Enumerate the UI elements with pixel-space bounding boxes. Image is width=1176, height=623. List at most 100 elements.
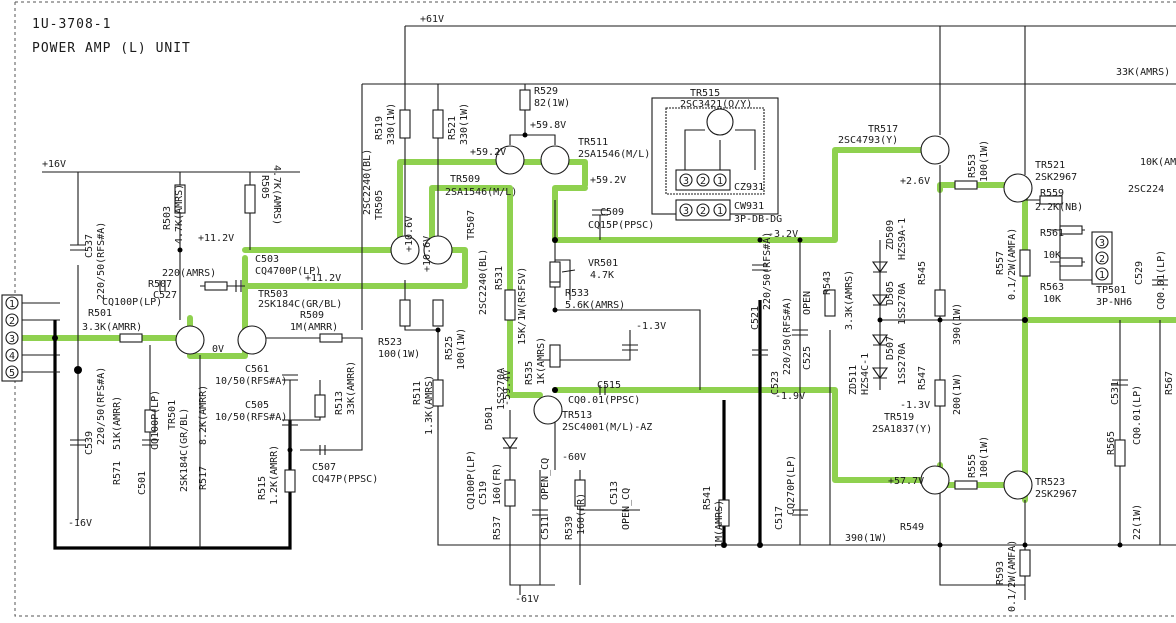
svg-text:CQ4700P(LP): CQ4700P(LP) bbox=[255, 266, 321, 277]
component-labels: R501 3.3K(AMRR) R503 4.7K(AMRS) R505 4.7… bbox=[82, 67, 1176, 612]
svg-text:2.2K(NB): 2.2K(NB) bbox=[1035, 202, 1083, 213]
svg-text:R561: R561 bbox=[1040, 228, 1064, 239]
tr509-symbol bbox=[495, 145, 525, 175]
svg-text:CQ0.01(LP): CQ0.01(LP) bbox=[1156, 250, 1167, 310]
voltage-labels: +11.2V +11.2V 0V +59.2V +59.8V +59.2V +1… bbox=[198, 120, 930, 487]
svg-text:22(1W): 22(1W) bbox=[1132, 504, 1143, 540]
svg-text:1K(AMRS): 1K(AMRS) bbox=[536, 337, 547, 385]
svg-text:C527: C527 bbox=[153, 290, 177, 301]
svg-text:-3.2V: -3.2V bbox=[768, 229, 798, 240]
svg-text:C531: C531 bbox=[1110, 381, 1121, 405]
tr521-symbol bbox=[1003, 173, 1033, 203]
svg-text:-1.3V: -1.3V bbox=[900, 400, 930, 411]
svg-text:0.1/2W(AMFA): 0.1/2W(AMFA) bbox=[1007, 540, 1018, 612]
svg-text:1: 1 bbox=[717, 176, 723, 187]
svg-text:R509: R509 bbox=[300, 310, 324, 321]
svg-text:200(1W): 200(1W) bbox=[952, 373, 963, 415]
svg-text:4.7K(AMRS): 4.7K(AMRS) bbox=[271, 165, 282, 225]
svg-text:CQ100P(LP): CQ100P(LP) bbox=[466, 450, 477, 510]
svg-text:3: 3 bbox=[1099, 238, 1105, 249]
svg-text:C509: C509 bbox=[600, 207, 624, 218]
svg-text:0.1/2W(AMFA): 0.1/2W(AMFA) bbox=[1007, 228, 1018, 300]
svg-text:R559: R559 bbox=[1040, 188, 1064, 199]
cz931-connector: 3 2 1 bbox=[675, 169, 731, 191]
svg-text:82(1W): 82(1W) bbox=[534, 98, 570, 109]
svg-text:220/50(RFS#A): 220/50(RFS#A) bbox=[96, 367, 107, 445]
svg-text:+59.2V: +59.2V bbox=[470, 147, 506, 158]
svg-text:R505: R505 bbox=[259, 175, 270, 199]
svg-text:R513: R513 bbox=[334, 391, 345, 415]
svg-text:TP501: TP501 bbox=[1096, 285, 1126, 296]
svg-text:ZD509: ZD509 bbox=[885, 220, 896, 250]
svg-text:CQ0.01(LP): CQ0.01(LP) bbox=[1132, 385, 1143, 445]
input-connector: 1 2 3 4 5 bbox=[1, 294, 23, 382]
svg-text:C525: C525 bbox=[802, 346, 813, 370]
svg-text:1: 1 bbox=[1099, 270, 1105, 281]
svg-text:R571: R571 bbox=[112, 461, 123, 485]
svg-text:C523: C523 bbox=[770, 371, 781, 395]
svg-text:1M(AMRR): 1M(AMRR) bbox=[290, 322, 338, 333]
svg-text:R517: R517 bbox=[198, 466, 209, 490]
svg-text:+2.6V: +2.6V bbox=[900, 176, 930, 187]
svg-text:R501: R501 bbox=[88, 308, 112, 319]
tr501-symbol bbox=[175, 325, 205, 355]
passive-symbols bbox=[70, 89, 1168, 577]
svg-text:160(FR): 160(FR) bbox=[576, 493, 587, 535]
svg-text:R511: R511 bbox=[412, 381, 423, 405]
svg-text:TR523: TR523 bbox=[1035, 477, 1065, 488]
tr513-symbol bbox=[533, 395, 563, 425]
svg-text:R545: R545 bbox=[917, 261, 928, 285]
svg-text:HZS4C-1: HZS4C-1 bbox=[860, 353, 871, 395]
svg-text:R539: R539 bbox=[564, 516, 575, 540]
svg-text:CQ100P(LP): CQ100P(LP) bbox=[150, 390, 161, 450]
svg-text:3.3K(AMRS): 3.3K(AMRS) bbox=[844, 270, 855, 330]
svg-text:100(1W): 100(1W) bbox=[378, 349, 420, 360]
svg-text:TR509: TR509 bbox=[450, 174, 480, 185]
svg-text:1.3K(AMRS): 1.3K(AMRS) bbox=[424, 375, 435, 435]
svg-text:2SC3421(O/Y): 2SC3421(O/Y) bbox=[680, 99, 752, 110]
svg-text:4: 4 bbox=[9, 351, 15, 362]
svg-text:-60V: -60V bbox=[562, 452, 586, 463]
svg-text:+11.2V: +11.2V bbox=[305, 273, 341, 284]
svg-text:3P-DB-DG: 3P-DB-DG bbox=[734, 214, 782, 225]
svg-text:3: 3 bbox=[9, 334, 15, 345]
board-code: 1U-3708-1 bbox=[32, 17, 111, 32]
svg-text:1: 1 bbox=[717, 206, 723, 217]
svg-text:1SS270A: 1SS270A bbox=[496, 368, 507, 410]
svg-text:10K: 10K bbox=[1043, 250, 1061, 261]
svg-text:+11.2V: +11.2V bbox=[198, 233, 234, 244]
svg-text:+59.8V: +59.8V bbox=[530, 120, 566, 131]
svg-text:C501: C501 bbox=[137, 471, 148, 495]
svg-text:CQ100P(LP): CQ100P(LP) bbox=[102, 297, 162, 308]
svg-text:D505: D505 bbox=[885, 281, 896, 305]
svg-text:R519: R519 bbox=[374, 116, 385, 140]
junction-dots bbox=[52, 132, 1123, 548]
svg-text:2SC224: 2SC224 bbox=[1128, 184, 1164, 195]
svg-text:+10.6V: +10.6V bbox=[404, 216, 415, 252]
tr515-symbol bbox=[706, 108, 734, 136]
svg-text:4.7K: 4.7K bbox=[590, 270, 614, 281]
svg-text:C561: C561 bbox=[245, 364, 269, 375]
svg-text:33K(AMRS): 33K(AMRS) bbox=[1116, 67, 1170, 78]
svg-text:-59.4V: -59.4V bbox=[502, 370, 513, 406]
svg-text:C507: C507 bbox=[312, 462, 336, 473]
svg-text:CQ15P(PPSC): CQ15P(PPSC) bbox=[588, 220, 654, 231]
svg-text:R507: R507 bbox=[148, 279, 172, 290]
svg-text:330(1W): 330(1W) bbox=[459, 103, 470, 145]
tr505-symbol bbox=[390, 235, 420, 265]
svg-text:15K/1W(RSFSV): 15K/1W(RSFSV) bbox=[517, 267, 528, 345]
svg-text:TR505: TR505 bbox=[374, 190, 385, 220]
svg-text:2SK184C(GR/BL): 2SK184C(GR/BL) bbox=[179, 408, 190, 492]
svg-text:390(1W): 390(1W) bbox=[952, 303, 963, 345]
svg-text:R529: R529 bbox=[534, 86, 558, 97]
svg-text:1.2K(AMRR): 1.2K(AMRR) bbox=[269, 445, 280, 505]
svg-text:2SC4793(Y): 2SC4793(Y) bbox=[838, 135, 898, 146]
svg-text:R531: R531 bbox=[494, 266, 505, 290]
svg-text:10K(AMRS): 10K(AMRS) bbox=[1140, 157, 1176, 168]
svg-text:5.6K(AMRS): 5.6K(AMRS) bbox=[565, 300, 625, 311]
svg-text:R563: R563 bbox=[1040, 282, 1064, 293]
svg-text:HZS9A-1: HZS9A-1 bbox=[897, 218, 908, 260]
svg-text:C515: C515 bbox=[597, 380, 621, 391]
svg-text:TR515: TR515 bbox=[690, 88, 720, 99]
svg-text:2SA1546(M/L): 2SA1546(M/L) bbox=[578, 149, 650, 160]
